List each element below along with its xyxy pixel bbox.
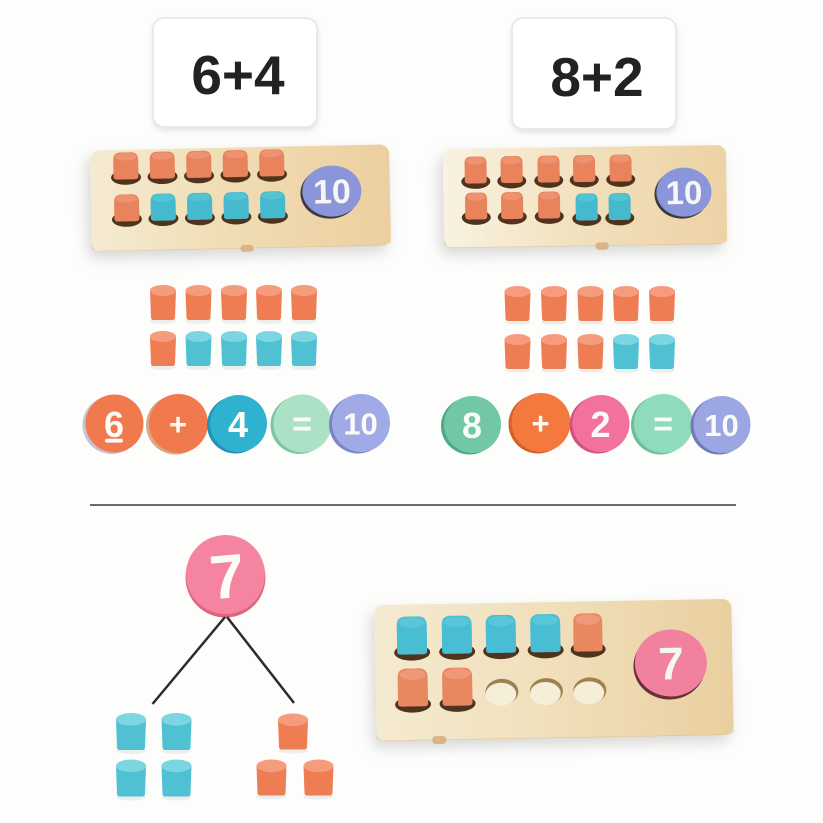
svg-text:+: + [169, 407, 187, 442]
svg-text:2: 2 [590, 404, 610, 445]
svg-text:7: 7 [207, 542, 247, 614]
svg-text:10: 10 [343, 407, 377, 442]
svg-text:4: 4 [228, 404, 248, 445]
svg-text:6+4: 6+4 [191, 44, 285, 106]
svg-text:7: 7 [658, 637, 684, 689]
svg-text:10: 10 [665, 174, 702, 212]
svg-text:8: 8 [462, 405, 482, 446]
svg-text:10: 10 [313, 173, 352, 212]
svg-text:=: = [653, 406, 673, 444]
svg-text:+: + [531, 406, 549, 441]
svg-text:=: = [292, 406, 312, 444]
svg-text:6: 6 [104, 404, 124, 445]
svg-text:8+2: 8+2 [550, 46, 643, 108]
svg-text:10: 10 [704, 408, 738, 443]
